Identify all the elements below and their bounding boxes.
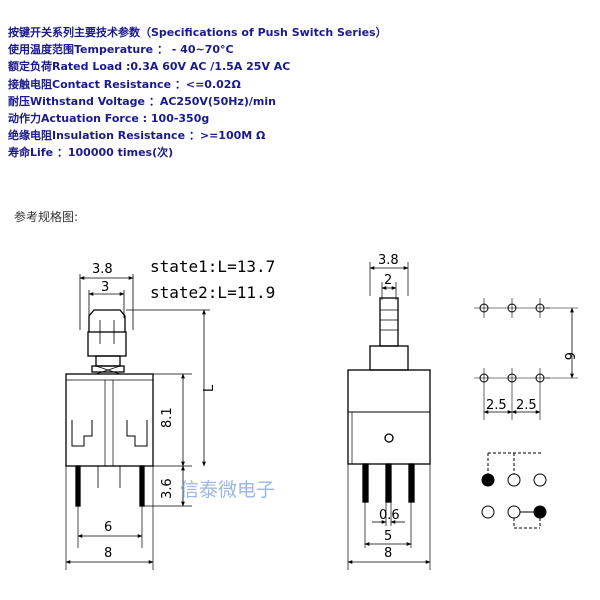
footprint-view bbox=[474, 298, 578, 420]
side-dim-pin-span: 5 bbox=[384, 529, 392, 544]
spec-insulation-resistance: 绝缘电阻Insulation Resistance ：>=100M Ω bbox=[8, 129, 266, 143]
spec-contact-resistance: 接触电阻Contact Resistance ：<=0.02Ω bbox=[8, 77, 241, 91]
spec-temperature: 使用温度范围Temperature ： - 40~70°C bbox=[8, 43, 234, 57]
front-dim-pin-span: 6 bbox=[104, 520, 112, 535]
spec-title: 按键开关系列主要技术参数（Specifications of Push Swit… bbox=[8, 26, 387, 39]
spec-withstand-voltage: 耐压Withstand Voltage ：AC250V(50Hz)/min bbox=[8, 94, 276, 108]
side-dim-width: 8 bbox=[384, 546, 392, 561]
front-dim-pin: 3.6 bbox=[160, 478, 175, 499]
spec-life: 寿命Life ：100000 times(次) bbox=[8, 146, 174, 160]
front-view bbox=[65, 274, 210, 570]
front-dim-width: 8 bbox=[104, 546, 112, 561]
side-dim-top-inner: 2 bbox=[384, 273, 392, 288]
footprint-dim-pitch-left: 2.5 bbox=[486, 398, 507, 413]
state1-label: state1:L=13.7 bbox=[150, 257, 275, 276]
side-dim-pin: 0.6 bbox=[379, 508, 400, 523]
contact-schematic bbox=[481, 452, 547, 529]
front-dim-length: L bbox=[202, 384, 217, 392]
side-view bbox=[347, 262, 431, 570]
spec-rated-load: 额定负荷Rated Load :0.3A 60V AC /1.5A 25V AC bbox=[8, 60, 291, 74]
front-dim-top-outer: 3.8 bbox=[92, 262, 113, 277]
front-dim-body: 8.1 bbox=[160, 407, 175, 428]
state2-label: state2:L=11.9 bbox=[150, 283, 275, 302]
spec-actuation-force: 动作力Actuation Force : 100-350g bbox=[8, 112, 210, 126]
spec-block: 按键开关系列主要技术参数（Specifications of Push Swit… bbox=[8, 24, 598, 162]
footprint-dim-height: 6 bbox=[561, 352, 576, 360]
front-dim-top-inner: 3 bbox=[101, 280, 109, 295]
footprint-dim-pitch-right: 2.5 bbox=[516, 398, 537, 413]
reference-label: 参考规格图: bbox=[14, 210, 79, 224]
side-dim-top-outer: 3.8 bbox=[378, 253, 399, 268]
watermark: 信泰微电子 bbox=[180, 479, 275, 501]
